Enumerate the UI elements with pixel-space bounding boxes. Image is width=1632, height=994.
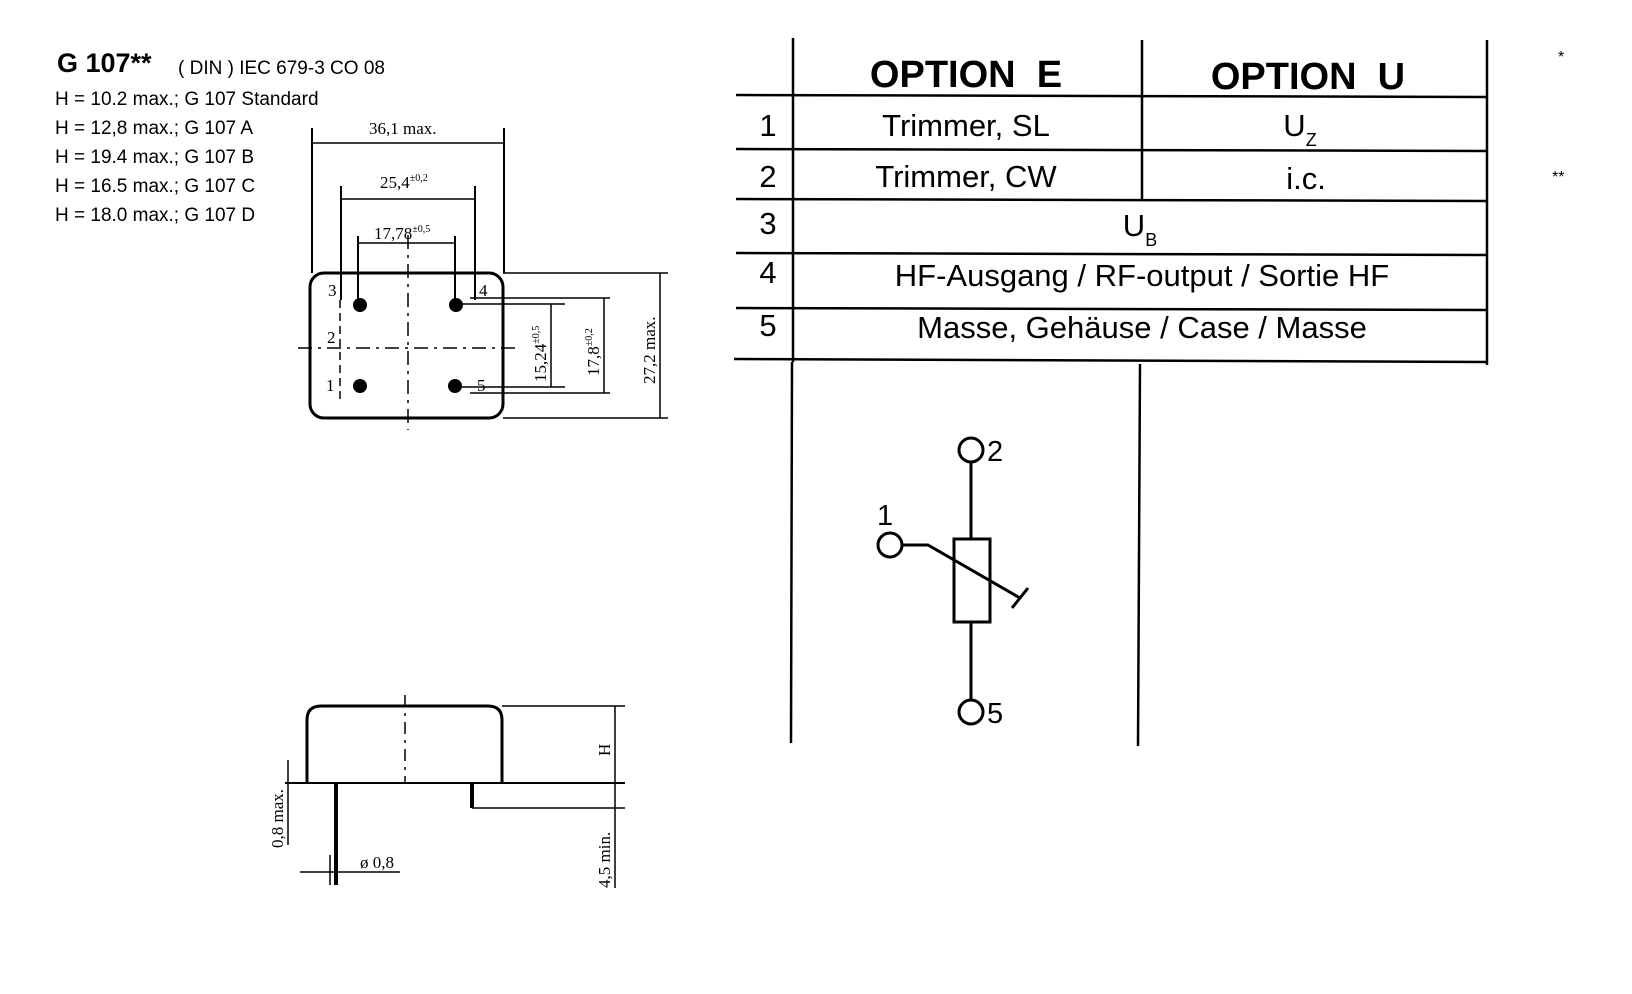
row-number: 1 [759, 108, 776, 143]
standard-ref: ( DIN ) IEC 679-3 CO 08 [178, 58, 385, 79]
part-number: G 107** [57, 48, 152, 78]
dim-pitch-inner: 17,78 [374, 224, 412, 243]
dim-pitch-inner-tol: ±0,5 [412, 224, 430, 235]
terminal-5 [957, 698, 985, 726]
pin-label-5: 5 [477, 376, 486, 395]
table-text: OPTION E OPTION U 1 Trimmer, SL UZ 2 Tri… [759, 54, 1405, 345]
svg-text:17,8±0,2: 17,8±0,2 [584, 328, 603, 376]
row-number: 3 [759, 206, 776, 241]
height-spec: H = 10.2 max.; G 107 Standard [55, 89, 319, 110]
svg-text:UZ: UZ [1283, 108, 1316, 150]
terminal-1 [876, 531, 904, 559]
row-number: 4 [759, 255, 776, 290]
header-block: G 107** ( DIN ) IEC 679-3 CO 08 H = 10.2… [55, 48, 385, 226]
note-marker: ** [1552, 169, 1564, 186]
note-marker: * [1558, 49, 1564, 66]
row-number: 2 [759, 159, 776, 194]
height-spec: H = 18.0 max.; G 107 D [55, 205, 255, 226]
pin-label-1: 1 [326, 376, 335, 395]
pin-label-3: 3 [328, 281, 337, 300]
svg-text:17,78±0,5: 17,78±0,5 [374, 224, 430, 243]
pin-label-4: 4 [479, 281, 488, 300]
dim-width: 36,1 max. [369, 119, 437, 138]
dim-pin-length: 4,5 min. [595, 832, 614, 888]
dim-pin-dia: ø 0,8 [360, 853, 394, 872]
row-4-span: HF-Ausgang / RF-output / Sortie HF [895, 258, 1389, 293]
row-2-option-e: Trimmer, CW [875, 159, 1057, 194]
side-view-drawing [285, 695, 625, 888]
symbol-labels: 2 1 5 [877, 436, 1003, 730]
top-view-drawing [298, 128, 668, 430]
dim-v-outer: 17,8 [584, 346, 603, 376]
row-3-span-sub: B [1145, 230, 1157, 250]
pin-3-dot [353, 298, 367, 312]
svg-text:15,24±0,5: 15,24±0,5 [531, 326, 550, 382]
row-5-span: Masse, Gehäuse / Case / Masse [917, 310, 1367, 345]
trimmer-symbol [876, 436, 1030, 726]
pin-5-dot [448, 379, 462, 393]
height-spec: H = 19.4 max.; G 107 B [55, 147, 254, 168]
pin-1-dot [353, 379, 367, 393]
pin-4-dot [449, 298, 463, 312]
symbol-pin-5: 5 [987, 698, 1003, 730]
dim-h: H [595, 744, 614, 756]
dim-standoff: 0,8 max. [268, 789, 287, 848]
dim-v-inner: 15,24 [531, 343, 550, 382]
header-option-e: OPTION E [870, 54, 1062, 96]
row-1-option-u: U [1283, 108, 1305, 143]
pin-label-2: 2 [327, 328, 336, 347]
symbol-pin-2: 2 [987, 436, 1003, 468]
top-view-labels: 36,1 max. 25,4±0,2 17,78±0,5 3 4 2 1 5 1… [326, 119, 659, 395]
margin-notes: * ** [1552, 49, 1564, 186]
dim-pitch-outer: 25,4 [380, 173, 410, 192]
row-1-option-e: Trimmer, SL [882, 108, 1050, 143]
height-spec: H = 16.5 max.; G 107 C [55, 176, 255, 197]
pin-markers [353, 298, 463, 393]
svg-text:UB: UB [1123, 208, 1157, 250]
dim-pitch-outer-tol: ±0,2 [410, 173, 428, 184]
row-number: 5 [759, 308, 776, 343]
dim-v-outer-tol: ±0,2 [584, 328, 595, 346]
svg-text:25,4±0,2: 25,4±0,2 [380, 173, 428, 192]
header-option-u: OPTION U [1211, 56, 1405, 98]
dim-height: 27,2 max. [640, 316, 659, 384]
row-1-option-u-sub: Z [1306, 130, 1317, 150]
dim-v-inner-tol: ±0,5 [531, 326, 542, 344]
terminal-2 [957, 436, 985, 464]
row-3-span: U [1123, 208, 1145, 243]
symbol-pin-1: 1 [877, 500, 893, 532]
pin-assignment-table [733, 38, 1489, 747]
height-spec: H = 12,8 max.; G 107 A [55, 118, 253, 139]
row-2-option-u: i.c. [1286, 161, 1326, 196]
side-view-labels: H 0,8 max. ø 0,8 4,5 min. [268, 744, 614, 888]
